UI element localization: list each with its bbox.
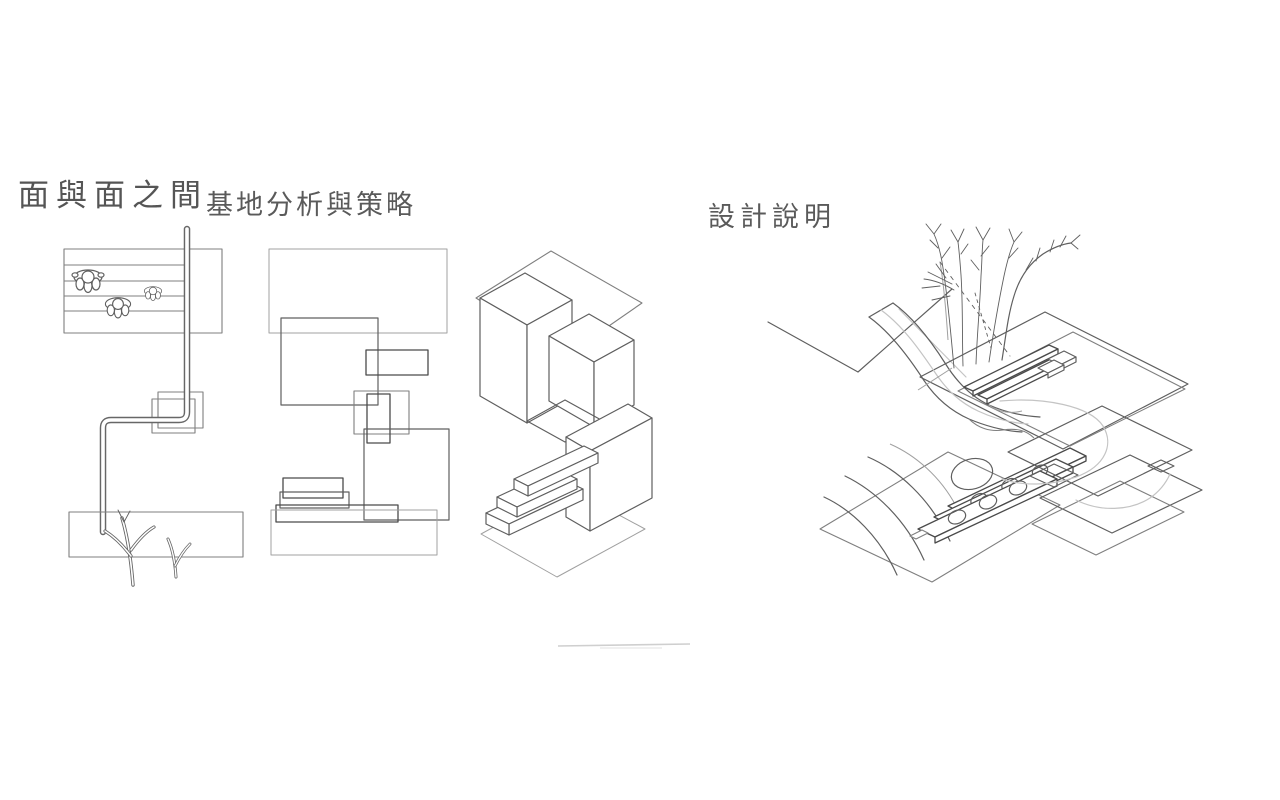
upper-plane — [919, 311, 1189, 450]
terrain-plane-edge — [767, 288, 953, 373]
circulation-curves — [999, 399, 1171, 509]
figure-design-axonometric — [767, 223, 1203, 583]
ramp-path — [868, 302, 1041, 439]
box-mass — [548, 313, 635, 428]
deck-boards — [909, 447, 1087, 544]
lower-planes — [1007, 405, 1203, 556]
water-plane — [819, 451, 1061, 583]
dashed-guideline — [974, 292, 992, 349]
flower-icon — [143, 286, 163, 301]
figure-axonometric-massing — [475, 250, 653, 578]
flower-icon — [104, 297, 132, 319]
box-mass — [565, 403, 653, 532]
page-title: 面與面之間 — [18, 178, 208, 213]
dashed-guideline — [939, 261, 1011, 357]
flower-icon — [71, 269, 105, 294]
page-subtitle: 基地分析與策略 — [206, 190, 416, 220]
ripple-arcs — [823, 443, 957, 576]
pond-ellipse — [950, 457, 994, 491]
figure-plan-field-path — [63, 225, 244, 587]
plank-rails — [963, 344, 1077, 405]
scan-smudge — [557, 643, 691, 649]
stacked-bars — [485, 445, 599, 536]
section-title-design-notes: 設計說明 — [708, 202, 836, 232]
tree-sketch — [917, 223, 1081, 391]
sprout-icon — [166, 537, 192, 579]
figure-overlapping-planes — [268, 248, 450, 556]
path-route — [99, 225, 191, 536]
sprout-icon — [103, 509, 156, 587]
